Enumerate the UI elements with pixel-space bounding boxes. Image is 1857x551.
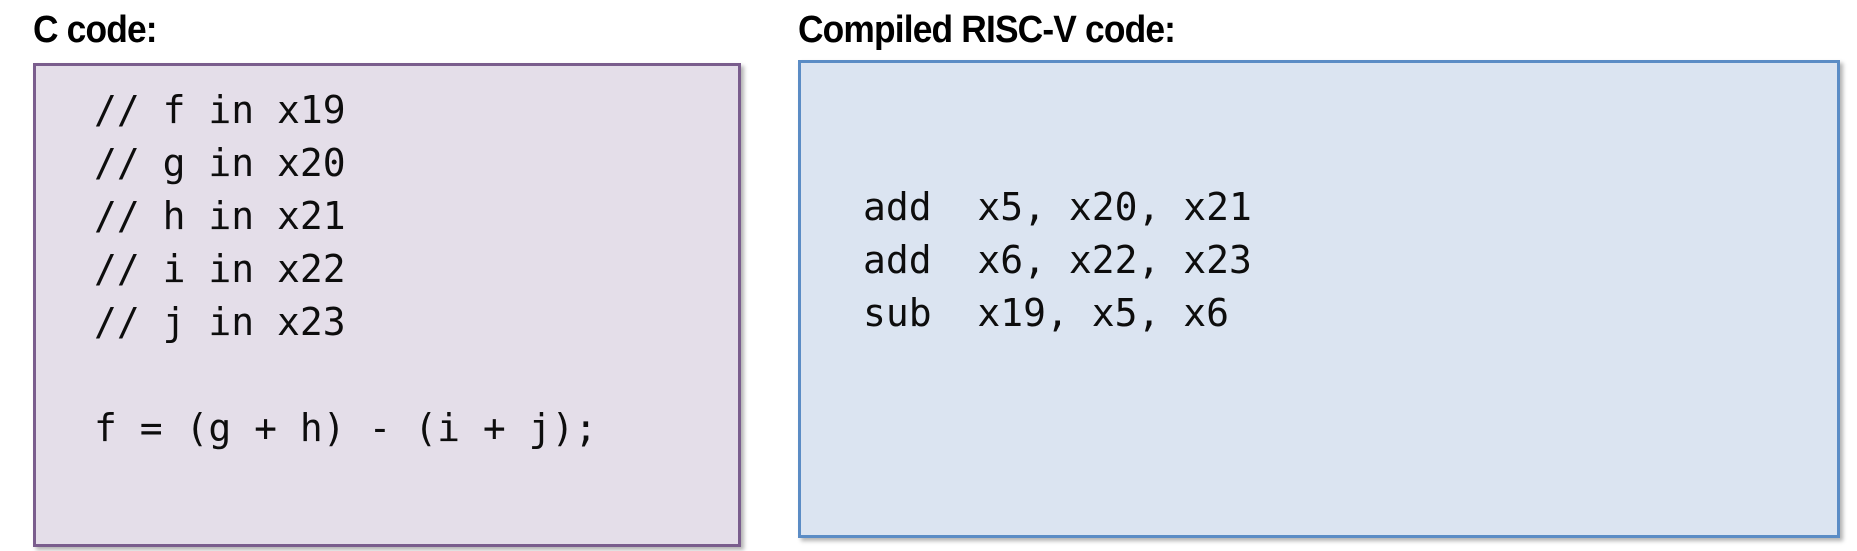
riscv-code-heading: Compiled RISC-V code: [798,9,1176,51]
c-code-line: f = (g + h) - (i + j); [94,406,598,450]
riscv-code-box: add x5, x20, x21 add x6, x22, x23 sub x1… [798,60,1840,538]
c-code-box: // f in x19 // g in x20 // h in x21 // i… [33,63,741,547]
c-code-listing: // f in x19 // g in x20 // h in x21 // i… [94,84,597,455]
c-code-heading: C code: [33,9,158,51]
c-code-line: // g in x20 [94,141,346,185]
c-code-blank-line [94,349,597,402]
c-code-line: // f in x19 [94,88,346,132]
riscv-code-listing: add x5, x20, x21 add x6, x22, x23 sub x1… [863,181,1252,340]
riscv-code-line: add x5, x20, x21 [863,185,1252,229]
c-code-clip: // f in x19 // g in x20 // h in x21 // i… [36,66,738,544]
riscv-code-clip: add x5, x20, x21 add x6, x22, x23 sub x1… [801,63,1837,535]
riscv-code-line: sub x19, x5, x6 [863,291,1230,335]
c-code-line: // j in x23 [94,300,346,344]
c-code-line: // i in x22 [94,247,346,291]
c-code-line: // h in x21 [94,194,346,238]
riscv-code-line: add x6, x22, x23 [863,238,1252,282]
